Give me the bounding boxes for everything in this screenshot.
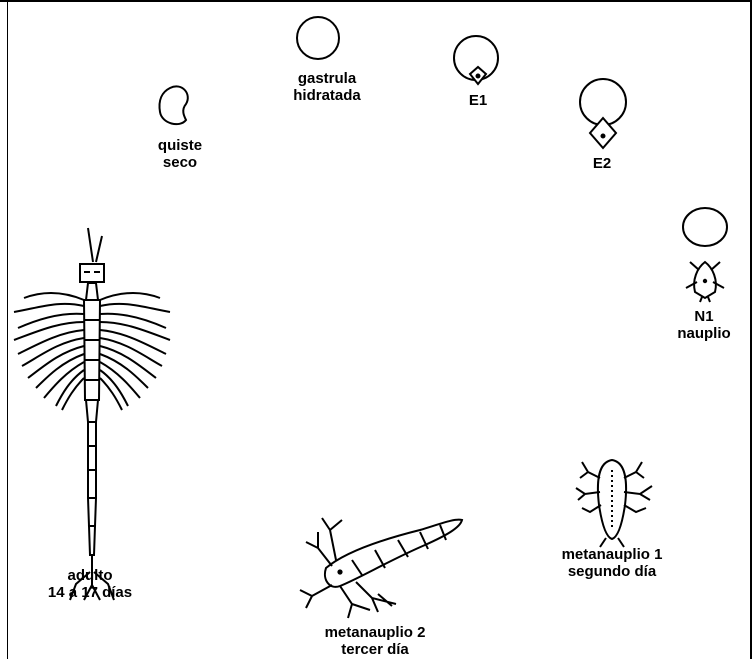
metanauplius-1-label-line2: segundo día [568, 563, 656, 580]
hydrated-gastrula-drawing [297, 17, 339, 59]
gastrula-label-line2: hidratada [293, 87, 361, 104]
metanauplius-1-label-line1: metanauplio 1 [562, 546, 663, 563]
adult-drawing [14, 228, 170, 600]
nauplius-label-line2: nauplio [677, 325, 730, 342]
metanauplius-2-label-line1: metanauplio 2 [325, 624, 426, 641]
e1-embryo-drawing [454, 36, 498, 84]
e1-label: E1 [469, 92, 487, 109]
cyst-label-line1: quiste [158, 137, 202, 154]
e2-embryo-drawing [580, 79, 626, 148]
metanauplius-2-label-line2: tercer día [341, 641, 409, 658]
nauplius-label-line1: N1 [694, 308, 713, 325]
cyst-label-line2: seco [163, 154, 197, 171]
e2-label: E2 [593, 155, 611, 172]
metanauplius-1-drawing [576, 460, 652, 547]
metanauplius-2-drawing [300, 518, 462, 618]
nauplius-drawing [683, 208, 727, 302]
gastrula-label-line1: gastrula [298, 70, 356, 87]
dry-cyst-drawing [159, 86, 187, 124]
e2-label-line1: E2 [593, 155, 611, 172]
adult-label-line1: adulto [67, 567, 112, 584]
adult-label-line2: 14 a 17 días [48, 584, 132, 601]
e1-label-line1: E1 [469, 92, 487, 109]
